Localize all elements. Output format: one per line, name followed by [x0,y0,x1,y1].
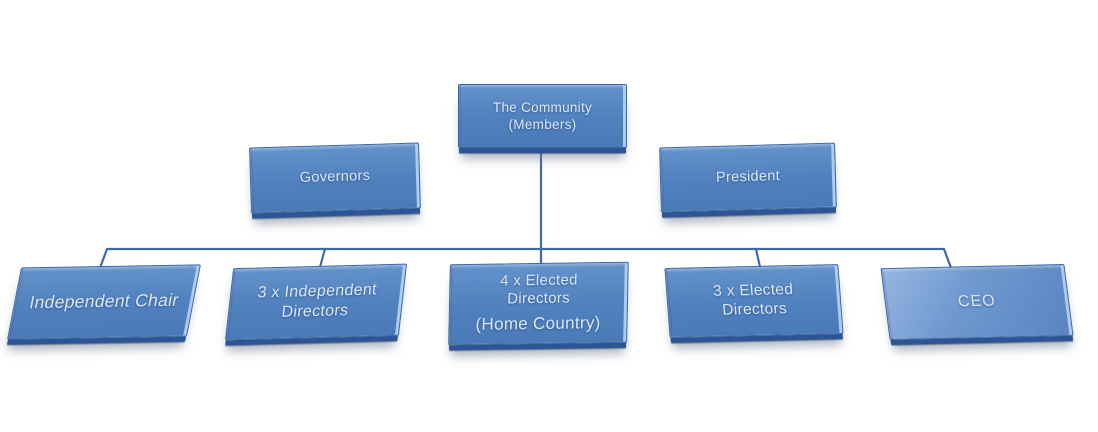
node-label-line: The Community [492,100,593,115]
org-node-elected-directors-home-country: 4 x Elected Directors (Home Country) [448,261,629,346]
node-label-line: (Members) [508,117,577,132]
node-label-line: 3 x Independent [256,281,378,303]
org-node-elected-directors: 3 x Elected Directors [664,264,844,338]
connector-stub-independent-directors [318,247,327,269]
org-node-community: The Community (Members) [458,84,627,148]
org-node-president: President [659,142,837,213]
node-label-line: Governors [299,168,371,187]
node-label-line: CEO [957,292,997,311]
connector-stub-elected-directors [754,247,762,269]
node-label-line: 4 x Elected [500,271,578,290]
node-label-line: Independent Chair [27,289,181,313]
node-label-line: (Home Country) [475,313,601,335]
node-label-line: President [715,167,781,186]
org-node-independent-chair: Independent Chair [6,264,202,340]
org-node-ceo: CEO [880,264,1074,340]
connector-horizontal-rail [98,247,953,270]
org-node-governors: Governors [249,142,421,214]
node-label-line: Directors [280,302,350,321]
node-label-line: Directors [721,300,788,319]
node-label-line: Directors [507,289,571,308]
node-label-line: 3 x Elected [712,281,794,301]
org-node-independent-directors: 3 x Independent Directors [224,263,408,341]
